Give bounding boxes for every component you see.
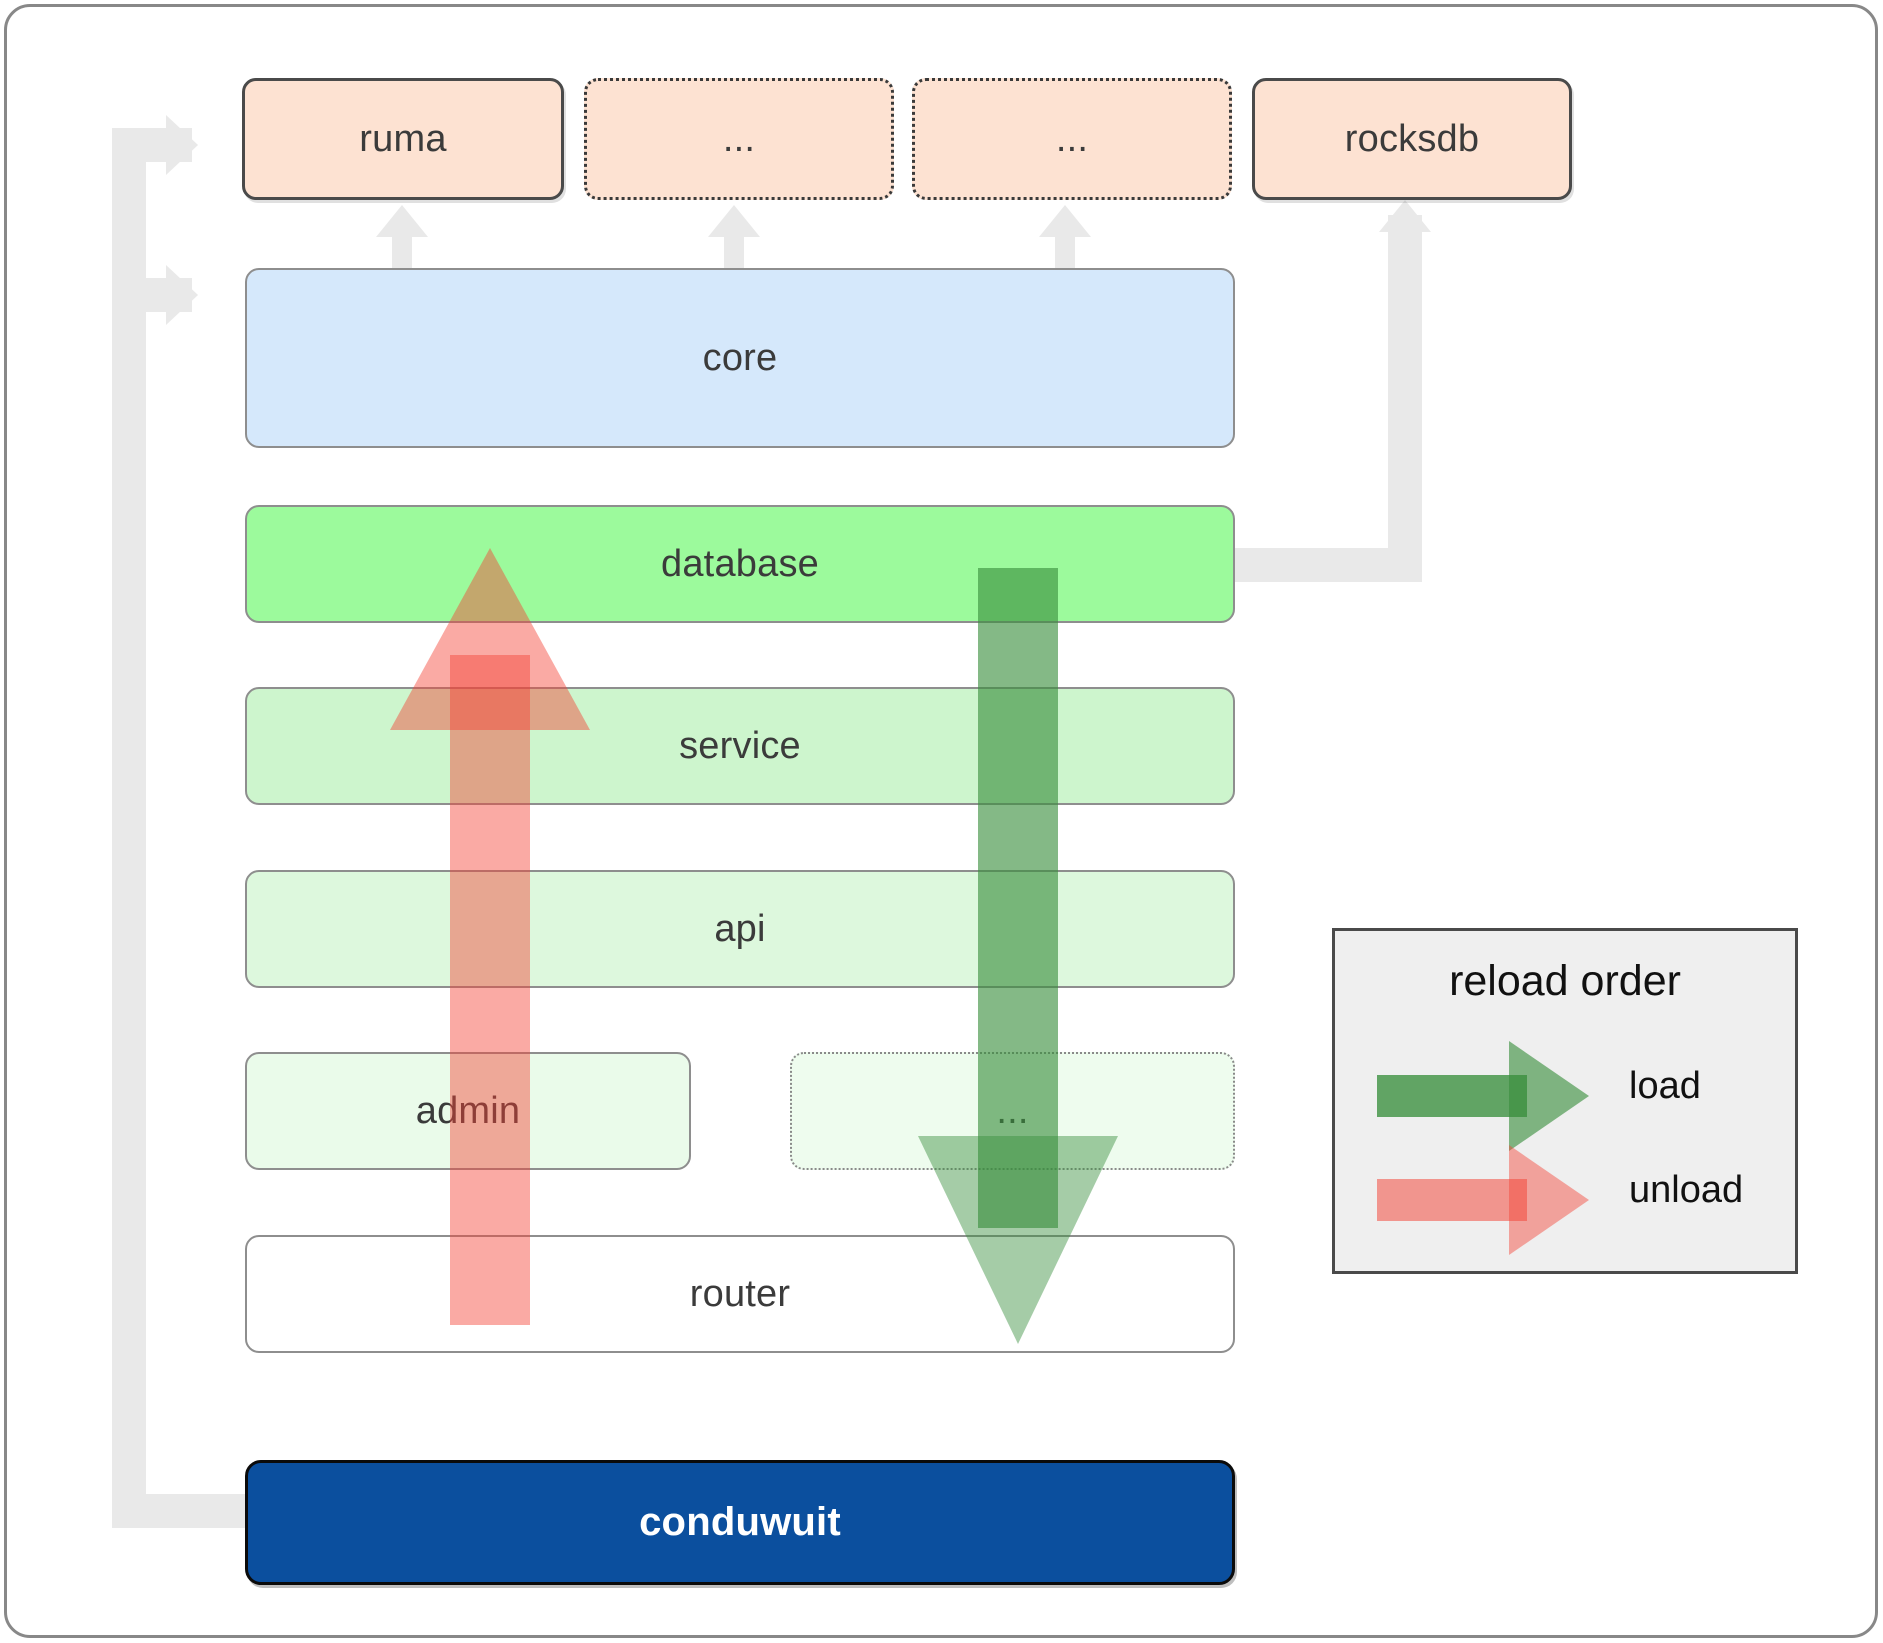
legend-unload-shaft — [1377, 1179, 1527, 1221]
load-arrow-head-triangle — [918, 1136, 1118, 1344]
legend-load-shaft — [1377, 1075, 1527, 1117]
gray-arrowhead-core-ruma — [376, 205, 428, 237]
unload-arrow-shaft — [450, 655, 530, 1325]
conduwuit-label: conduwuit — [639, 1500, 841, 1544]
gray-arrowhead-ruma — [166, 115, 198, 175]
legend-title: reload order — [1449, 957, 1681, 1005]
diagram-frame — [4, 4, 1878, 1638]
legend-panel: reload order load unload — [1332, 928, 1798, 1274]
dependency-box-ruma[interactable]: ruma — [242, 78, 564, 200]
dependency-label: ... — [1055, 117, 1089, 160]
legend-item-unload: unload — [1377, 1145, 1777, 1255]
dependency-label: ruma — [359, 117, 447, 160]
legend-load-arrowhead — [1509, 1041, 1589, 1151]
gray-arrowhead-rocksdb — [1379, 200, 1431, 232]
dependency-label: ... — [722, 117, 756, 160]
gray-connector-to-conduwuit — [112, 1494, 252, 1528]
layer-label: api — [714, 907, 766, 950]
conduwuit-box[interactable]: conduwuit — [245, 1460, 1235, 1585]
core-box[interactable]: core — [245, 268, 1235, 448]
gray-connector-left-vertical — [112, 128, 146, 1528]
gray-connector-db-to-rocksdb-vertical — [1388, 215, 1422, 582]
layer-box-admin[interactable]: admin — [245, 1052, 691, 1170]
dependency-box-etc-1[interactable]: ... — [584, 78, 894, 200]
legend-unload-label: unload — [1629, 1169, 1744, 1211]
layer-box-api[interactable]: api — [245, 870, 1235, 988]
dependency-label: rocksdb — [1344, 117, 1480, 160]
gray-arrowhead-core-etc1 — [708, 205, 760, 237]
legend-item-load: load — [1377, 1041, 1777, 1151]
dependency-box-etc-2[interactable]: ... — [912, 78, 1232, 200]
gray-arrowhead-core-etc2 — [1039, 205, 1091, 237]
dependency-box-rocksdb[interactable]: rocksdb — [1252, 78, 1572, 200]
legend-load-label: load — [1629, 1065, 1701, 1107]
layer-label: service — [679, 724, 801, 767]
load-arrow-shaft — [978, 568, 1058, 1228]
gray-arrowhead-core — [166, 265, 198, 325]
legend-unload-arrowhead — [1509, 1145, 1589, 1255]
unload-arrow-head-triangle — [390, 548, 590, 730]
layer-label: database — [661, 542, 819, 585]
layer-label: router — [689, 1272, 791, 1315]
layer-box-database[interactable]: database — [245, 505, 1235, 623]
core-label: core — [702, 336, 778, 379]
